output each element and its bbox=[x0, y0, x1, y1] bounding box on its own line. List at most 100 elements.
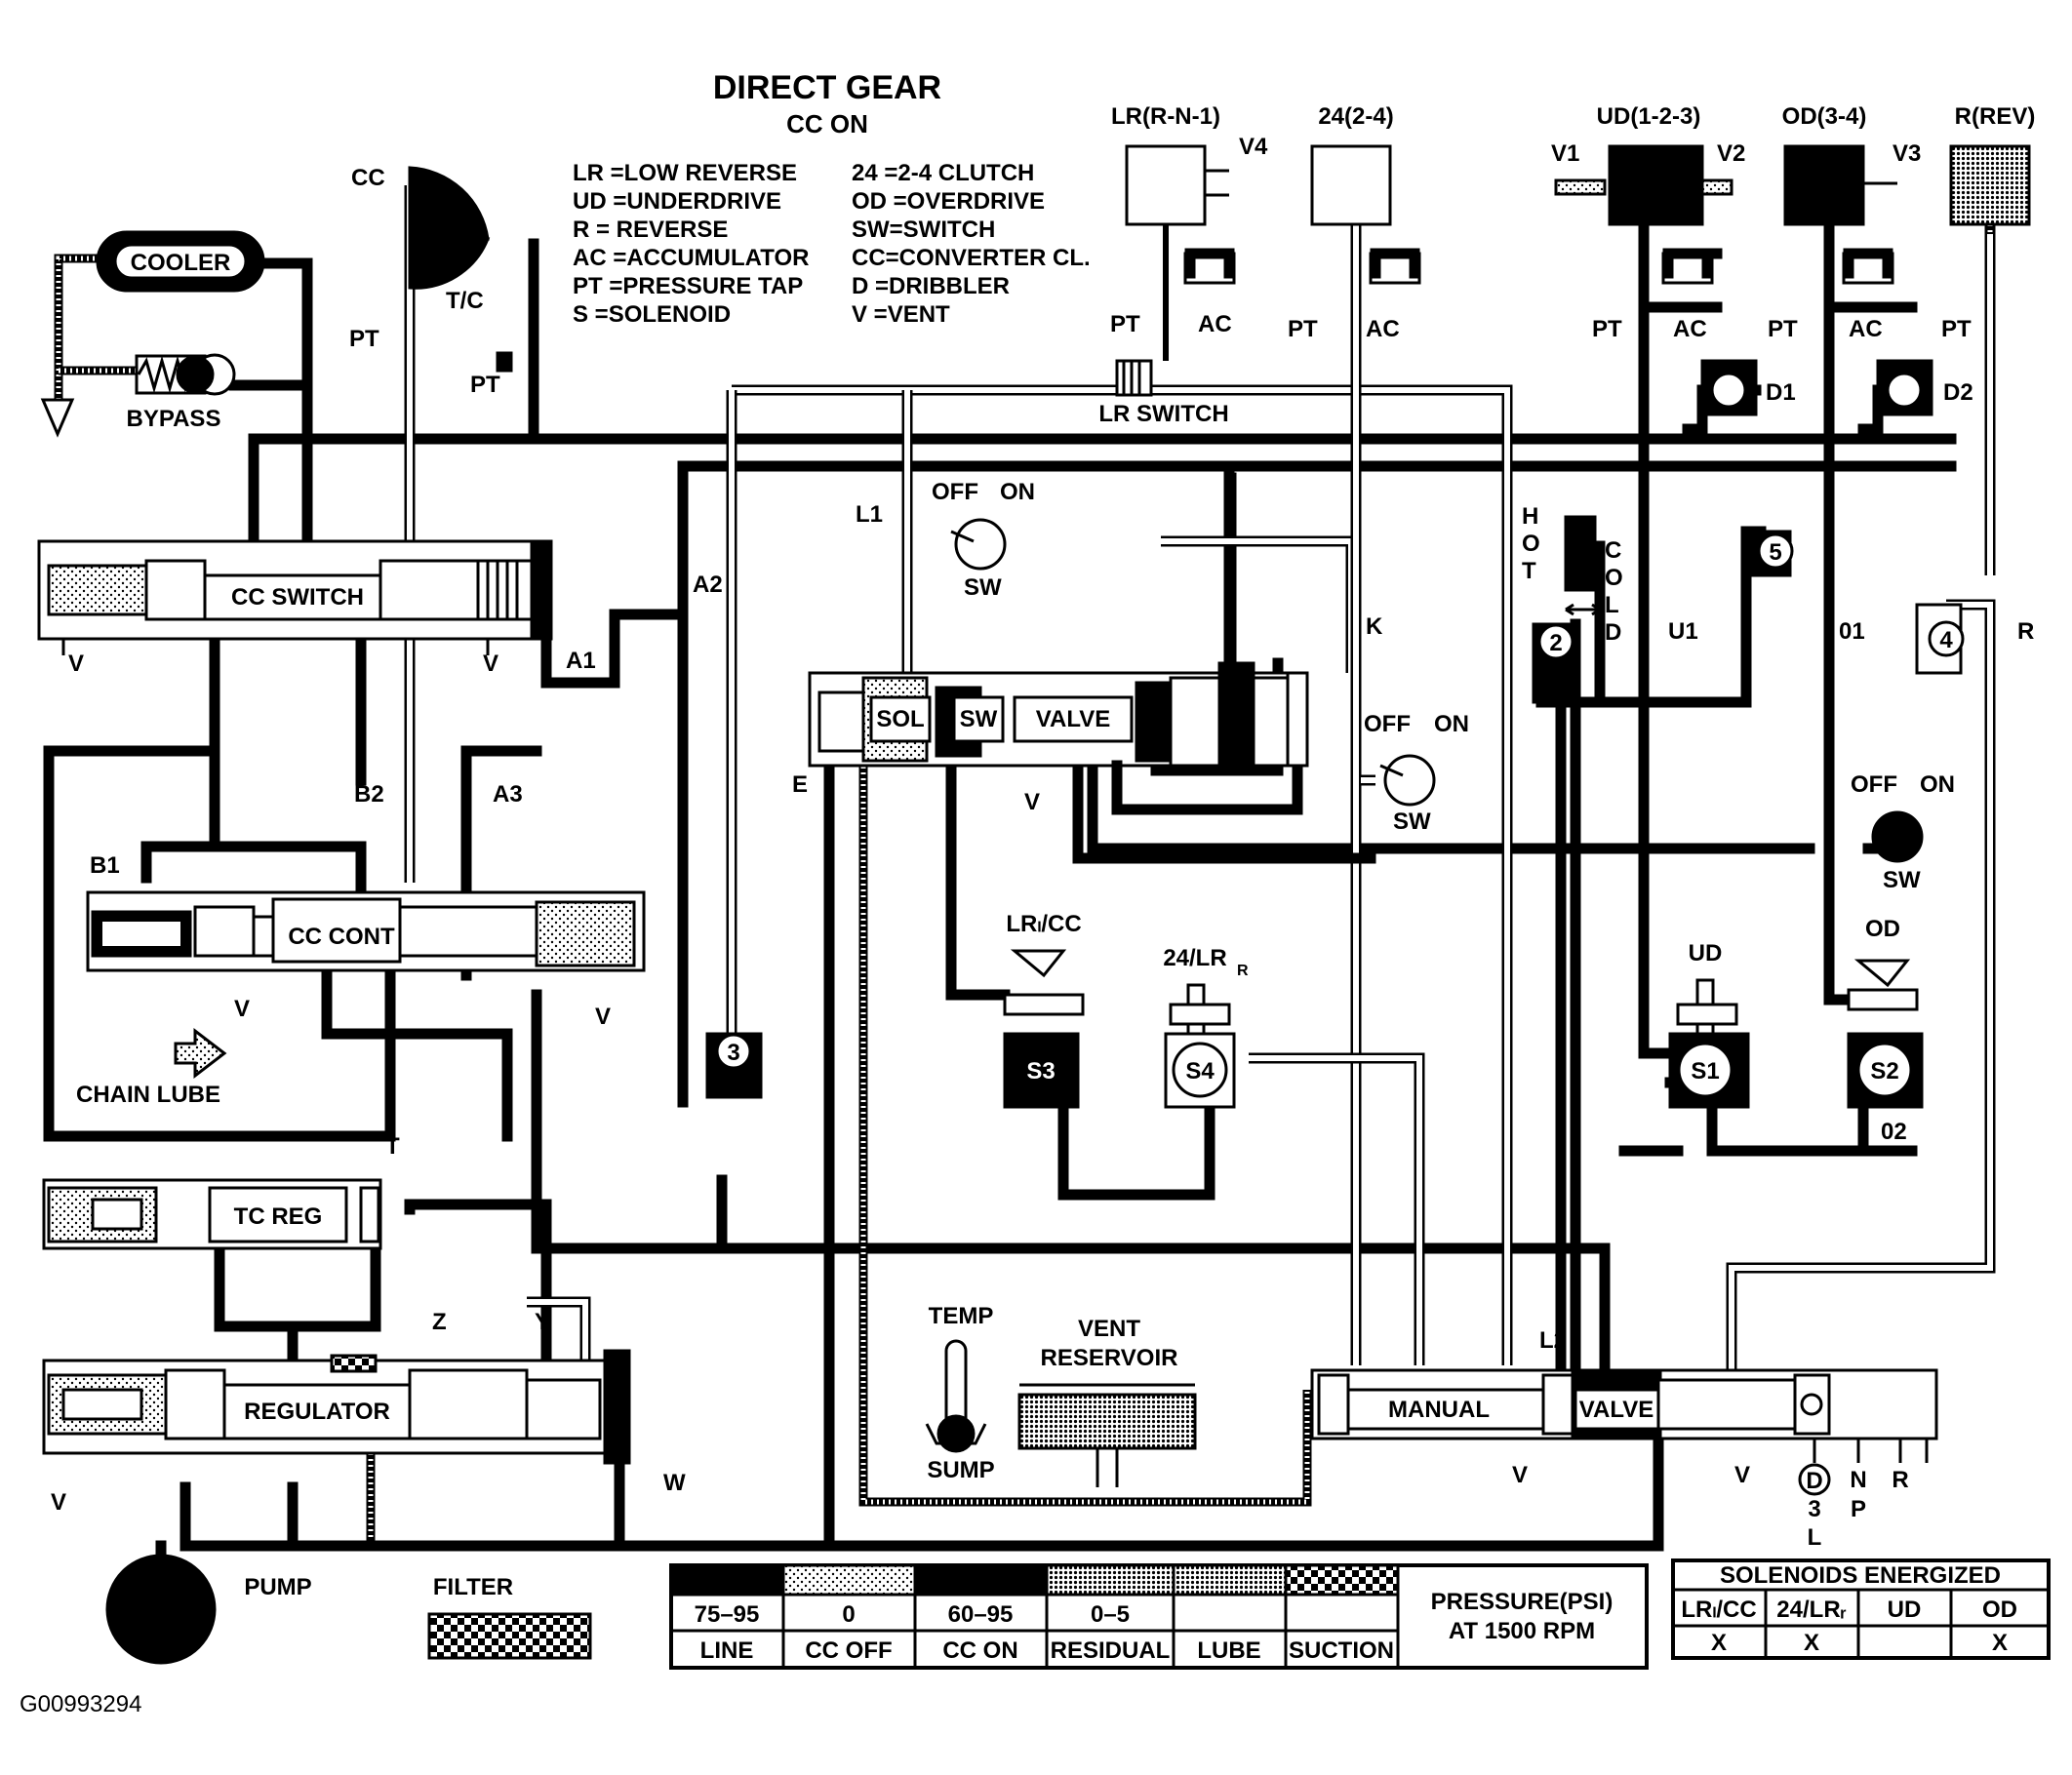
legend-right-1: 24 =2-4 CLUTCH bbox=[852, 160, 1034, 186]
s4-label: S4 bbox=[1185, 1058, 1215, 1085]
legend-left-5: PT =PRESSURE TAP bbox=[573, 273, 803, 299]
rev-clutch bbox=[1949, 144, 2031, 226]
od-pt: PT bbox=[1768, 316, 1798, 342]
lr-switch: LR SWITCH bbox=[1098, 359, 1229, 427]
torque-converter: CC T/C PT PT bbox=[349, 165, 513, 398]
v3-label: V3 bbox=[1893, 140, 1921, 167]
chain-lube: CHAIN LUBE bbox=[76, 1027, 227, 1108]
sw-valve-label: SW bbox=[960, 706, 998, 732]
gear-p-label: P bbox=[1851, 1496, 1866, 1522]
sol-table-v4: X bbox=[1992, 1630, 2008, 1656]
sw1-off: OFF bbox=[932, 479, 978, 505]
cooler-label: COOLER bbox=[131, 250, 231, 276]
pressure-switches: OFF ON SW OFF ON SW K OFF ON SW bbox=[932, 479, 1955, 893]
s2-caption: OD bbox=[1865, 916, 1900, 942]
d2-label: D2 bbox=[1943, 379, 1973, 406]
b1-label: B1 bbox=[90, 852, 120, 879]
t-label: T bbox=[385, 1133, 400, 1160]
a2-label: A2 bbox=[693, 572, 723, 598]
vent-reservoir-icon bbox=[1017, 1393, 1197, 1450]
bypass-label: BYPASS bbox=[127, 406, 221, 432]
cold-o: O bbox=[1605, 565, 1623, 591]
cc-switch-valve: CC SWITCH V V bbox=[37, 539, 553, 677]
od-ac: AC bbox=[1849, 316, 1883, 342]
pressure-switch-1 bbox=[954, 518, 1007, 571]
s1-label: S1 bbox=[1691, 1058, 1719, 1085]
chain-lube-label: CHAIN LUBE bbox=[76, 1082, 220, 1108]
check-ball-2 bbox=[1537, 623, 1574, 660]
solenoid-s2 bbox=[1856, 1042, 1913, 1098]
od-clutch bbox=[1783, 144, 1865, 226]
sol-sw-valve: SOL SW VALVE V E L1 bbox=[792, 501, 1376, 864]
sol-table-h2: 24/LRᵣ bbox=[1776, 1597, 1846, 1623]
check-ball-2-label: 2 bbox=[1549, 630, 1562, 656]
cc-cont-vent-2: V bbox=[595, 1004, 611, 1030]
d2-dribbler bbox=[1886, 372, 1923, 409]
abbreviation-legend: LR =LOW REVERSE UD =UNDERDRIVE R = REVER… bbox=[573, 160, 1091, 328]
od-clutch-label: OD(3-4) bbox=[1782, 103, 1867, 130]
sw2-off: OFF bbox=[1364, 711, 1411, 737]
sump-area: TEMP SUMP VENT RESERVOIR bbox=[925, 1303, 1197, 1487]
sw1-on: ON bbox=[1000, 479, 1035, 505]
cc-switch-vent-2: V bbox=[483, 651, 498, 677]
legend-right-4: CC=CONVERTER CL. bbox=[852, 245, 1091, 271]
sol-table-v2: X bbox=[1804, 1630, 1819, 1656]
vent-label: VENT bbox=[1078, 1316, 1140, 1342]
cold-l: L bbox=[1605, 592, 1619, 618]
rev-clutch-label: R(REV) bbox=[1955, 103, 2036, 130]
sw2-on: ON bbox=[1434, 711, 1469, 737]
solenoid-s4 bbox=[1172, 1042, 1228, 1098]
pl-name-line: LINE bbox=[700, 1637, 754, 1664]
check-ball-5 bbox=[1757, 532, 1794, 570]
regulator-vent: V bbox=[51, 1489, 66, 1516]
d1-dribbler bbox=[1710, 372, 1747, 409]
pl-name-residual: RESIDUAL bbox=[1051, 1637, 1171, 1664]
s3-caption: LRₗ/CC bbox=[1006, 911, 1081, 937]
regulator-valve: REGULATOR Z Y W V bbox=[42, 1309, 686, 1516]
sol-table-title: SOLENOIDS ENERGIZED bbox=[1720, 1562, 2001, 1589]
z-label: Z bbox=[432, 1309, 447, 1335]
sol-table-h3: UD bbox=[1888, 1597, 1922, 1623]
ud-ac: AC bbox=[1673, 316, 1707, 342]
o1-label: 01 bbox=[1839, 618, 1865, 645]
y-label: Y bbox=[535, 1309, 550, 1335]
hot-t: T bbox=[1522, 558, 1536, 584]
solenoids: LRₗ/CC S3 24/LR R S4 UD S1 OD S2 bbox=[1003, 911, 1924, 1109]
s4-caption-sub: R bbox=[1237, 963, 1249, 979]
legend-right-6: V =VENT bbox=[852, 301, 950, 328]
legend-left-6: S =SOLENOID bbox=[573, 301, 731, 328]
manual-vent-1: V bbox=[1512, 1462, 1528, 1488]
sump-label: SUMP bbox=[927, 1457, 994, 1483]
pressure-switch-3 bbox=[1871, 810, 1924, 863]
sw3-on: ON bbox=[1920, 771, 1955, 798]
manual-vent-2: V bbox=[1734, 1462, 1750, 1488]
check-ball-5-label: 5 bbox=[1769, 539, 1781, 566]
manual-valve-label: VALVE bbox=[1579, 1397, 1654, 1423]
lr-ac: AC bbox=[1198, 311, 1232, 337]
cc-switch-label: CC SWITCH bbox=[231, 584, 364, 611]
thermal-valve: H O T C O L D U1 01 R 02 bbox=[1522, 503, 2034, 1145]
gear-selector-d bbox=[1798, 1463, 1831, 1496]
hot-h: H bbox=[1522, 503, 1538, 530]
sol-table-h4: OD bbox=[1982, 1597, 2017, 1623]
rev-pt: PT bbox=[1941, 316, 1972, 342]
solenoid-table: SOLENOIDS ENERGIZED LRₗ/CC 24/LRᵣ UD OD … bbox=[1671, 1558, 2051, 1660]
gear-n-label: N bbox=[1850, 1467, 1866, 1493]
manual-valve: MANUAL VALVE L2 V V D 3 L N P R bbox=[1310, 1327, 1938, 1551]
sol-table-h1: LRₗ/CC bbox=[1681, 1597, 1756, 1623]
pt-label-tc-1: PT bbox=[349, 326, 379, 352]
d1-label: D1 bbox=[1766, 379, 1796, 406]
pl-val-residual: 0–5 bbox=[1091, 1601, 1130, 1628]
c24-ac: AC bbox=[1366, 316, 1400, 342]
cooler-group: COOLER BYPASS bbox=[40, 230, 265, 438]
v4-label: V4 bbox=[1239, 134, 1268, 160]
w-label: W bbox=[663, 1470, 686, 1496]
s3-label: S3 bbox=[1026, 1058, 1055, 1085]
pl-name-ccoff: CC OFF bbox=[805, 1637, 892, 1664]
legend-right-3: SW=SWITCH bbox=[852, 217, 995, 243]
cold-c: C bbox=[1605, 537, 1621, 564]
sw1-label: SW bbox=[964, 574, 1002, 601]
pump-filter: PUMP FILTER bbox=[105, 1540, 592, 1665]
legend-right-2: OD =OVERDRIVE bbox=[852, 188, 1045, 215]
